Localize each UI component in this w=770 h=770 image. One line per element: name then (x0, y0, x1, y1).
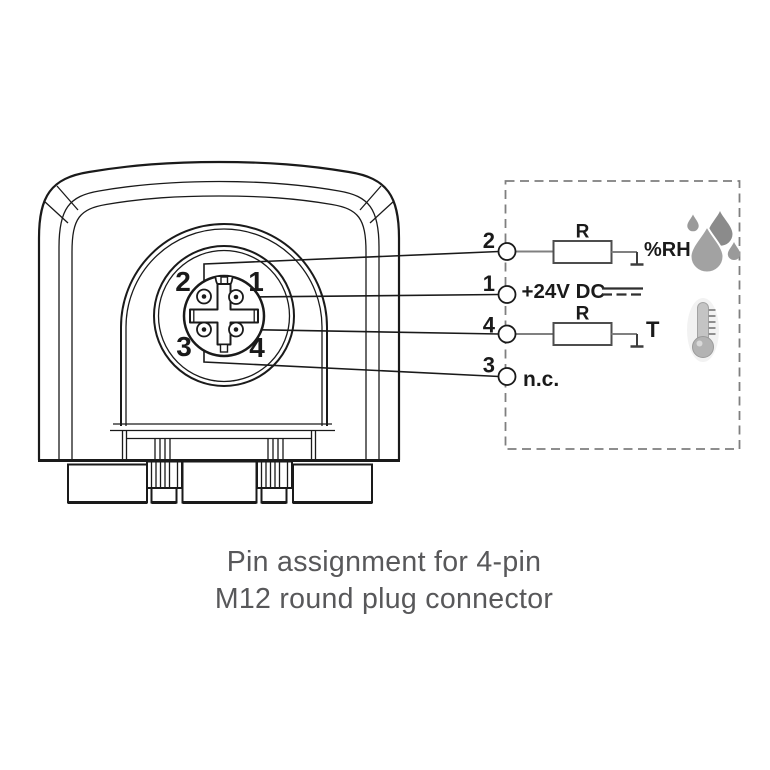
terminal-2-number: 2 (483, 228, 495, 253)
terminal-2 (497, 242, 517, 261)
cross-keyway (189, 283, 259, 346)
drop-large (689, 223, 725, 274)
power-label: +24V DC (522, 280, 606, 303)
resistor-rh-label: R (576, 222, 590, 243)
resistor-t (552, 322, 613, 346)
terminal-1-number: 1 (483, 271, 495, 296)
resistor-t-label: R (576, 304, 590, 325)
device-base (38, 459, 400, 504)
wire-pin1 (242, 293, 500, 298)
pin-4-dot (233, 327, 239, 332)
m12-connector-face: 2 1 3 4 (175, 266, 266, 363)
schematic-row-rh: R %RH (515, 222, 691, 266)
schematic-dashed-border (504, 180, 741, 450)
housing-inner-outline (71, 195, 367, 460)
mounting-clip-left (146, 460, 183, 504)
terminal-4-number: 4 (483, 313, 496, 338)
thermometer-icon (687, 298, 719, 362)
connector-pins (196, 288, 244, 338)
schematic-row-power: +24V DC (522, 280, 643, 303)
thermometer-ticks (708, 309, 716, 335)
thermometer-bulb-sheen (696, 340, 703, 347)
face-label-3: 3 (176, 331, 192, 362)
thermometer-bulb (692, 336, 714, 358)
pin-3-dot (201, 327, 207, 332)
wire-pin4 (242, 328, 500, 335)
device-housing (37, 160, 401, 504)
terminals (497, 242, 517, 386)
front-arch-inner (125, 228, 323, 426)
housing-corner-seams (43, 185, 395, 224)
terminal-3 (497, 367, 517, 386)
housing-lower-section (110, 423, 335, 459)
terminal-3-number: 3 (483, 353, 495, 378)
terminal-4 (497, 324, 517, 344)
caption-line-1: Pin assignment for 4-pin (227, 546, 542, 578)
rh-label: %RH (644, 239, 691, 261)
connector-recess-inner (157, 249, 291, 383)
housing-mid-outline (58, 180, 380, 460)
t-label: T (646, 317, 660, 342)
resistor-rh (552, 240, 613, 264)
schematic-row-nc: n.c. (523, 368, 559, 391)
caption: Pin assignment for 4-pin M12 round plug … (215, 546, 554, 615)
pin-1-dot (233, 294, 239, 300)
pin-2-dot (201, 294, 207, 299)
nc-label: n.c. (523, 368, 559, 391)
face-label-1: 1 (248, 266, 264, 297)
terminal-numbers: 2 1 4 3 (483, 228, 496, 378)
humidity-drops-icon (687, 211, 741, 274)
housing-outer-outline (37, 160, 401, 460)
drop-small-left (687, 214, 699, 232)
mounting-clip-right (256, 460, 293, 504)
terminal-1 (497, 285, 517, 304)
dc-symbol (602, 287, 643, 296)
connector-recess-outer (153, 245, 295, 387)
face-label-4: 4 (249, 332, 265, 363)
caption-line-2: M12 round plug connector (215, 583, 554, 615)
front-arch-outer (120, 223, 328, 426)
drop-small-right (727, 242, 741, 260)
keyway-bottom-tab (219, 343, 229, 353)
schematic-row-t: R T (515, 304, 660, 348)
face-label-2: 2 (175, 266, 191, 297)
